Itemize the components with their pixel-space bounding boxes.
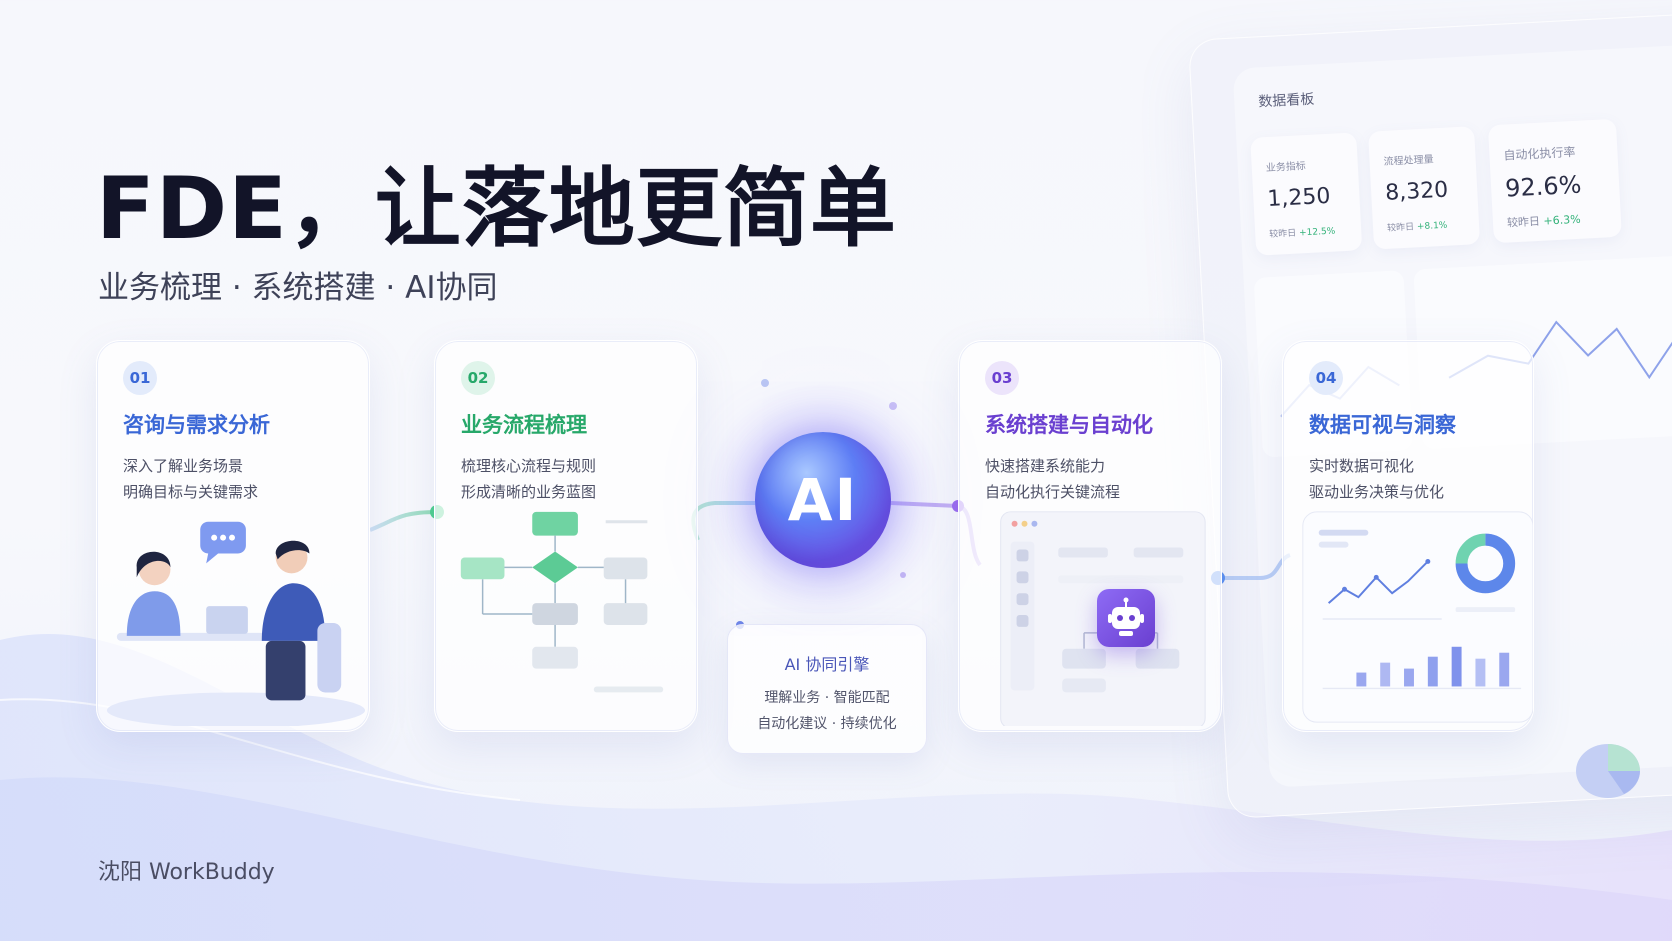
data-chart-icon [1302,511,1533,723]
page-subtitle: 业务梳理 · 系统搭建 · AI协同 [98,270,498,306]
step-card-automation: 03 系统搭建与自动化 快速搭建系统能力 自动化执行关键流程 [958,340,1222,732]
step-title: 系统搭建与自动化 [985,413,1153,437]
ai-orb: AI [755,432,891,568]
stat-value: 8,320 [1384,177,1449,206]
dashboard-stat-card: 业务指标 1,250 较昨日 +12.5% [1250,132,1363,256]
stat-value: 1,250 [1266,183,1332,213]
pie-chart-icon [1576,744,1640,798]
dashboard-stat-card: 流程处理量 8,320 较昨日 +8.1% [1368,126,1481,250]
stat-label: 自动化执行率 [1503,144,1576,163]
step-number-badge: 01 [123,361,157,395]
flowchart-icon [460,511,664,693]
ai-orb-label: AI [787,466,859,534]
step-card-insights: 04 数据可视与洞察 实时数据可视化 驱动业务决策与优化 [1282,340,1534,732]
stat-label: 业务指标 [1265,161,1307,175]
step-card-process: 02 业务流程梳理 梳理核心流程与规则 形成清晰的业务蓝图 [434,340,698,732]
page-title: FDE，让落地更简单 [96,159,897,259]
dashboard-title: 数据看板 [1257,91,1315,111]
step-description: 梳理核心流程与规则 形成清晰的业务蓝图 [461,457,597,501]
ai-engine-title: AI 协同引擎 [784,655,870,674]
ai-engine-card: AI 协同引擎 理解业务 · 智能匹配 自动化建议 · 持续优化 [727,624,927,754]
ai-engine-line: 自动化建议 · 持续优化 [757,716,897,732]
ai-engine-line: 理解业务 · 智能匹配 [764,690,890,706]
step-description: 实时数据可视化 驱动业务决策与优化 [1309,457,1445,501]
dashboard-stat-card: 自动化执行率 92.6% 较昨日 +6.3% [1487,118,1622,244]
step-title: 咨询与需求分析 [123,413,270,437]
step-description: 快速搭建系统能力 自动化执行关键流程 [985,457,1121,501]
step-number-badge: 03 [985,361,1019,395]
consulting-meeting-icon [106,521,365,726]
step-title: 数据可视与洞察 [1309,413,1456,437]
stat-change: 较昨日 +8.1% [1386,220,1448,234]
stat-value: 92.6% [1504,170,1583,203]
stat-change: 较昨日 +6.3% [1506,212,1581,230]
step-description: 深入了解业务场景 明确目标与关键需求 [123,457,259,501]
robot-icon [1097,589,1155,647]
step-number-badge: 04 [1309,361,1343,395]
automation-window-illustration [1000,511,1206,726]
step-card-consulting: 01 咨询与需求分析 深入了解业务场景 明确目标与关键需求 [96,340,370,732]
step-number-badge: 02 [461,361,495,395]
stat-change: 较昨日 +12.5% [1269,226,1336,241]
stat-label: 流程处理量 [1383,154,1434,168]
step-title: 业务流程梳理 [461,413,587,437]
brand-footer: 沈阳 WorkBuddy [98,860,275,885]
